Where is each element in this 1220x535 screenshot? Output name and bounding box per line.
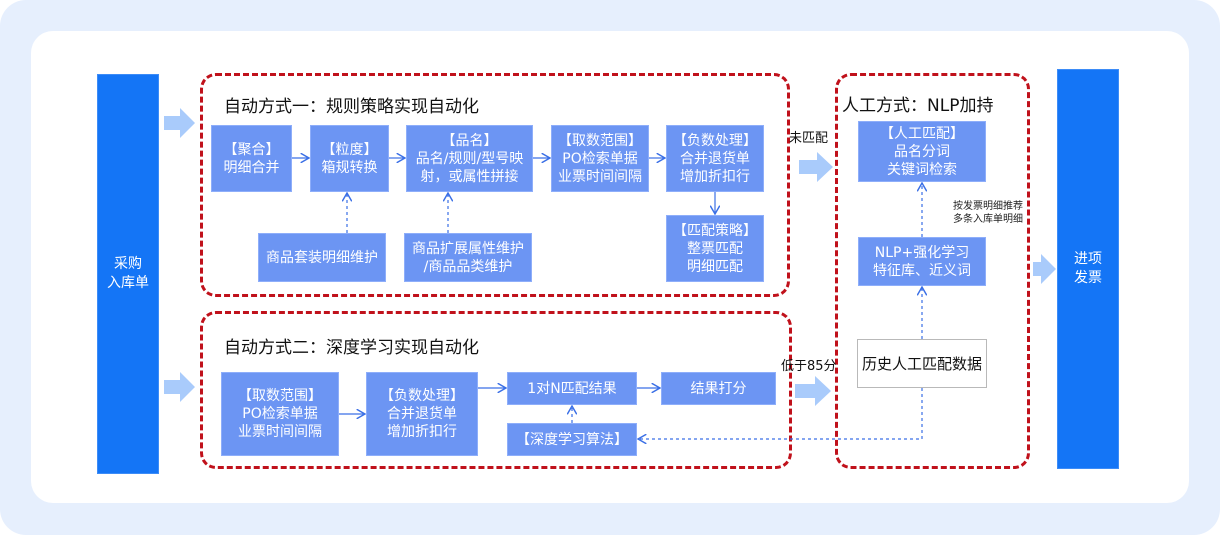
node-line: 增加折扣行 <box>680 168 750 185</box>
node-line: 【取数范围】 <box>238 388 322 404</box>
node-line: 【匹配策略】 <box>673 222 757 239</box>
node-line: 射，或属性拼接 <box>420 168 519 185</box>
node-line: 【粒度】 <box>321 141 378 158</box>
node-line: 明细合并 <box>223 159 280 176</box>
manual-method-title: 人工方式：NLP加持 <box>842 96 994 116</box>
aggregate-step: 【聚合】 明细合并 <box>211 125 292 192</box>
match-strategy-step: 【匹配策略】 整票匹配 明细匹配 <box>666 215 764 282</box>
node-line: 【人工匹配】 <box>880 125 964 142</box>
node-line: 商品套装明细维护 <box>266 249 378 266</box>
node-line: /商品品类维护 <box>423 258 513 275</box>
node-line: 【负数处理】 <box>673 132 757 149</box>
bundle-maintenance-node: 商品套装明细维护 <box>258 233 386 282</box>
manual-match-node: 【人工匹配】 品名分词 关键词检索 <box>858 121 986 182</box>
dl-negative-handling-step: 【负数处理】 合并退货单 增加折扣行 <box>366 372 478 456</box>
result-scoring-step: 结果打分 <box>661 372 776 405</box>
node-line: 商品扩展属性维护 <box>412 240 524 257</box>
node-line: 业票时间间隔 <box>558 168 642 185</box>
node-line: 【负数处理】 <box>380 388 464 404</box>
node-line: 品名分词 <box>894 143 950 160</box>
node-line: 增加折扣行 <box>387 424 457 440</box>
node-line: 合并退货单 <box>680 150 750 167</box>
data-range-step: 【取数范围】 PO检索单据 业票时间间隔 <box>551 125 649 192</box>
auto-method-1-group <box>200 73 790 297</box>
node-line: 合并退货单 <box>387 406 457 422</box>
node-line: 【品名】 <box>441 132 498 149</box>
input-invoice-bar: 进项 发票 <box>1057 69 1119 469</box>
granularity-step: 【粒度】 箱规转换 <box>310 125 389 192</box>
node-line: NLP+强化学习 <box>874 244 970 261</box>
recommend-note-line1: 按发票明细推荐 <box>953 201 1023 212</box>
input-invoice-line2: 发票 <box>1074 270 1102 286</box>
node-line: 【聚合】 <box>223 141 280 158</box>
attribute-maintenance-node: 商品扩展属性维护 /商品品类维护 <box>404 233 532 282</box>
unmatched-label: 未匹配 <box>789 131 829 146</box>
below-85-label: 低于85分 <box>781 359 837 374</box>
purchase-receipt-bar: 采购 入库单 <box>97 74 159 474</box>
node-line: 1对N匹配结果 <box>527 380 617 397</box>
node-line: 关键词检索 <box>887 161 957 178</box>
node-line: 业票时间间隔 <box>238 424 322 440</box>
auto-method-1-title: 自动方式一：规则策略实现自动化 <box>224 97 479 117</box>
node-line: 品名/规则/型号映 <box>415 150 524 167</box>
input-invoice-line1: 进项 <box>1074 251 1102 267</box>
auto-method-2-title: 自动方式二：深度学习实现自动化 <box>224 338 479 358</box>
deep-learning-algorithm-node: 【深度学习算法】 <box>507 423 637 456</box>
history-data-node: 历史人工匹配数据 <box>857 339 987 388</box>
node-line: 箱规转换 <box>321 159 378 176</box>
purchase-receipt-line1: 采购 <box>114 256 142 272</box>
node-line: PO检索单据 <box>562 150 638 167</box>
dl-data-range-step: 【取数范围】 PO检索单据 业票时间间隔 <box>221 372 339 456</box>
node-line: PO检索单据 <box>242 406 318 422</box>
manual-method-group <box>835 73 1030 469</box>
node-line: 历史人工匹配数据 <box>861 354 982 373</box>
purchase-receipt-line2: 入库单 <box>107 275 149 291</box>
node-line: 【深度学习算法】 <box>516 431 628 448</box>
product-name-step: 【品名】 品名/规则/型号映 射，或属性拼接 <box>406 125 533 192</box>
negative-handling-step: 【负数处理】 合并退货单 增加折扣行 <box>666 125 764 192</box>
node-line: 【取数范围】 <box>558 132 642 149</box>
one-to-n-result-step: 1对N匹配结果 <box>507 372 637 405</box>
node-line: 明细匹配 <box>687 258 743 275</box>
node-line: 整票匹配 <box>687 240 743 257</box>
node-line: 结果打分 <box>690 380 747 397</box>
node-line: 特征库、近义词 <box>873 262 971 279</box>
nlp-learning-node: NLP+强化学习 特征库、近义词 <box>858 237 986 286</box>
recommend-note-line2: 多条入库单明细 <box>953 214 1023 225</box>
